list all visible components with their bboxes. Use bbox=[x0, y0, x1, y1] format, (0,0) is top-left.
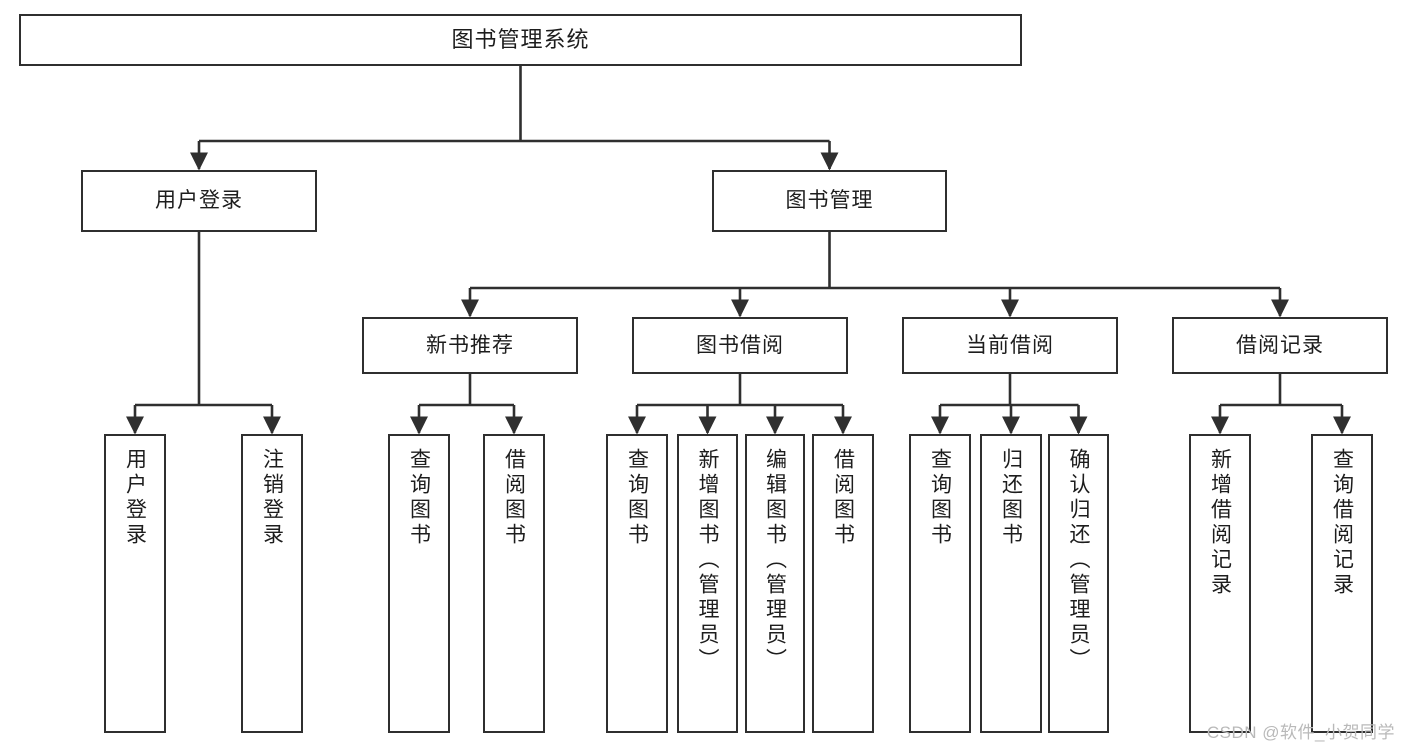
leaf-edit-book[interactable]: 编辑图书（管理员） bbox=[745, 434, 805, 733]
node-label: 借阅记录 bbox=[1236, 333, 1324, 357]
node-label: 用户登录 bbox=[123, 448, 147, 548]
leaf-confirm-return[interactable]: 确认归还（管理员） bbox=[1048, 434, 1109, 733]
node-label: 查询借阅记录 bbox=[1330, 448, 1354, 598]
node-borrow-records[interactable]: 借阅记录 bbox=[1172, 317, 1388, 374]
node-label: 归还图书 bbox=[999, 448, 1023, 548]
node-label: 查询图书 bbox=[625, 448, 649, 548]
leaf-query-book-2[interactable]: 查询图书 bbox=[606, 434, 668, 733]
leaf-query-book-1[interactable]: 查询图书 bbox=[388, 434, 450, 733]
node-label: 编辑图书（管理员） bbox=[763, 448, 787, 673]
node-label: 用户登录 bbox=[155, 189, 243, 213]
leaf-query-book-3[interactable]: 查询图书 bbox=[909, 434, 971, 733]
watermark: CSDN @软件_小贺同学 bbox=[1206, 723, 1395, 742]
leaf-add-book[interactable]: 新增图书（管理员） bbox=[677, 434, 738, 733]
node-label: 新增图书（管理员） bbox=[696, 448, 719, 673]
node-label: 新增借阅记录 bbox=[1208, 448, 1232, 598]
node-user-login[interactable]: 用户登录 bbox=[81, 170, 317, 232]
leaf-query-borrow-record[interactable]: 查询借阅记录 bbox=[1311, 434, 1373, 733]
leaf-user-logout[interactable]: 注销登录 bbox=[241, 434, 303, 733]
node-label: 图书管理 bbox=[785, 189, 874, 213]
node-book-borrow[interactable]: 图书借阅 bbox=[632, 317, 848, 374]
node-book-management[interactable]: 图书管理 bbox=[712, 170, 947, 232]
node-label: 图书管理系统 bbox=[451, 26, 590, 52]
node-root[interactable]: 图书管理系统 bbox=[19, 14, 1022, 66]
leaf-borrow-book-2[interactable]: 借阅图书 bbox=[812, 434, 874, 733]
node-label: 图书借阅 bbox=[696, 333, 784, 357]
node-label: 借阅图书 bbox=[831, 448, 855, 548]
node-label: 新书推荐 bbox=[426, 333, 514, 357]
leaf-borrow-book-1[interactable]: 借阅图书 bbox=[483, 434, 545, 733]
node-label: 借阅图书 bbox=[502, 448, 526, 548]
node-label: 注销登录 bbox=[260, 448, 284, 548]
leaf-user-login[interactable]: 用户登录 bbox=[104, 434, 166, 733]
node-new-book-recommend[interactable]: 新书推荐 bbox=[362, 317, 578, 374]
node-label: 确认归还（管理员） bbox=[1067, 448, 1090, 673]
leaf-add-borrow-record[interactable]: 新增借阅记录 bbox=[1189, 434, 1251, 733]
node-label: 当前借阅 bbox=[966, 333, 1054, 357]
leaf-return-book[interactable]: 归还图书 bbox=[980, 434, 1042, 733]
node-label: 查询图书 bbox=[407, 448, 431, 548]
node-current-borrow[interactable]: 当前借阅 bbox=[902, 317, 1118, 374]
node-label: 查询图书 bbox=[928, 448, 952, 548]
